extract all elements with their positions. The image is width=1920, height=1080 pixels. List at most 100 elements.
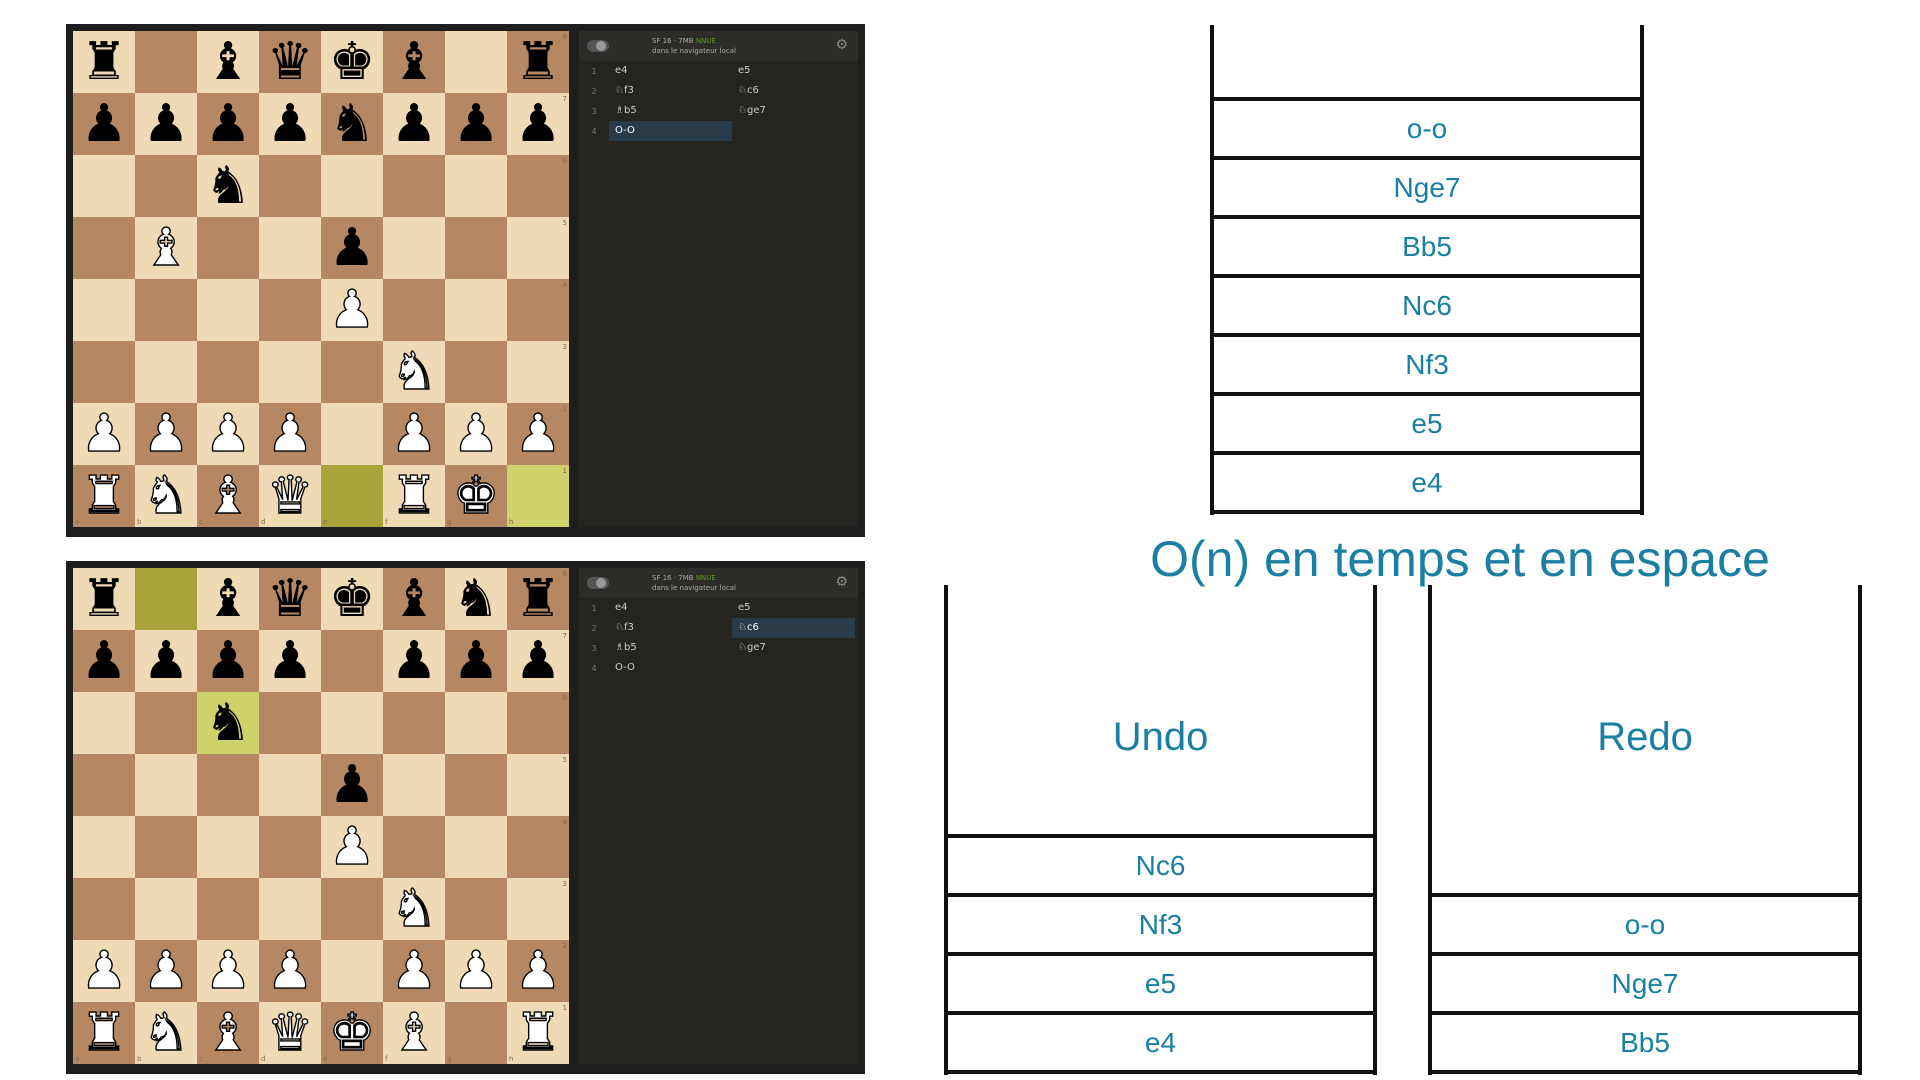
black-king-icon[interactable]: ♚ [328,569,376,629]
black-pawn-icon[interactable]: ♟ [204,631,252,691]
square-b4[interactable] [135,279,197,341]
square-f8[interactable]: ♝ [383,31,445,93]
square-c1[interactable]: ♝c [197,1002,259,1064]
square-d6[interactable] [259,155,321,217]
square-f1[interactable]: ♜f [383,465,445,527]
black-move[interactable] [732,121,855,141]
black-rook-icon[interactable]: ♜ [514,32,562,92]
white-pawn-icon[interactable]: ♟ [142,941,190,1001]
square-b5[interactable] [135,754,197,816]
white-move[interactable]: ♗b5 [615,105,637,116]
square-h8[interactable]: ♜8 [507,31,569,93]
black-pawn-icon[interactable]: ♟ [452,94,500,154]
square-e8[interactable]: ♚ [321,31,383,93]
black-pawn-icon[interactable]: ♟ [204,94,252,154]
square-a5[interactable] [73,217,135,279]
square-e5[interactable]: ♟ [321,217,383,279]
engine-toggle[interactable] [587,577,609,589]
square-a2[interactable]: ♟ [73,403,135,465]
square-c3[interactable] [197,341,259,403]
square-f6[interactable] [383,155,445,217]
square-d6[interactable] [259,692,321,754]
square-f4[interactable] [383,816,445,878]
square-g6[interactable] [445,155,507,217]
square-a1[interactable]: ♜a [73,1002,135,1064]
black-move[interactable]: ♘c6 [732,618,855,638]
square-d2[interactable]: ♟ [259,940,321,1002]
white-pawn-icon[interactable]: ♟ [390,941,438,1001]
black-move[interactable] [732,658,855,678]
black-move[interactable]: ♘ge7 [738,642,766,653]
square-a6[interactable] [73,155,135,217]
square-h2[interactable]: ♟2 [507,940,569,1002]
white-queen-icon[interactable]: ♛ [266,466,314,526]
white-rook-icon[interactable]: ♜ [390,466,438,526]
square-f7[interactable]: ♟ [383,93,445,155]
square-b6[interactable] [135,155,197,217]
square-d3[interactable] [259,878,321,940]
black-king-icon[interactable]: ♚ [328,32,376,92]
white-pawn-icon[interactable]: ♟ [204,941,252,1001]
square-h7[interactable]: ♟7 [507,93,569,155]
square-g8[interactable] [445,31,507,93]
square-g7[interactable]: ♟ [445,93,507,155]
white-pawn-icon[interactable]: ♟ [514,404,562,464]
square-b4[interactable] [135,816,197,878]
white-pawn-icon[interactable]: ♟ [80,941,128,1001]
square-c3[interactable] [197,878,259,940]
square-h6[interactable]: 6 [507,155,569,217]
black-pawn-icon[interactable]: ♟ [80,631,128,691]
square-a4[interactable] [73,816,135,878]
black-pawn-icon[interactable]: ♟ [142,631,190,691]
square-d7[interactable]: ♟ [259,630,321,692]
black-pawn-icon[interactable]: ♟ [328,755,376,815]
square-c8[interactable]: ♝ [197,31,259,93]
black-knight-icon[interactable]: ♞ [204,693,252,753]
square-e7[interactable] [321,630,383,692]
white-pawn-icon[interactable]: ♟ [142,404,190,464]
white-pawn-icon[interactable]: ♟ [328,817,376,877]
square-e7[interactable]: ♞ [321,93,383,155]
square-b5[interactable]: ♝ [135,217,197,279]
square-e3[interactable] [321,341,383,403]
white-bishop-icon[interactable]: ♝ [204,1003,252,1063]
square-f3[interactable]: ♞ [383,878,445,940]
square-a3[interactable] [73,341,135,403]
black-bishop-icon[interactable]: ♝ [390,32,438,92]
square-a2[interactable]: ♟ [73,940,135,1002]
square-c6[interactable]: ♞ [197,155,259,217]
square-f7[interactable]: ♟ [383,630,445,692]
black-move[interactable]: ♘c6 [738,85,759,96]
square-g7[interactable]: ♟ [445,630,507,692]
square-h5[interactable]: 5 [507,754,569,816]
black-rook-icon[interactable]: ♜ [514,569,562,629]
black-pawn-icon[interactable]: ♟ [328,218,376,278]
square-g8[interactable]: ♞ [445,568,507,630]
gear-icon[interactable]: ⚙ [835,574,848,590]
black-rook-icon[interactable]: ♜ [80,32,128,92]
black-knight-icon[interactable]: ♞ [328,94,376,154]
square-a4[interactable] [73,279,135,341]
square-e1[interactable]: ♚e [321,1002,383,1064]
white-pawn-icon[interactable]: ♟ [452,941,500,1001]
white-rook-icon[interactable]: ♜ [80,1003,128,1063]
square-b8[interactable] [135,31,197,93]
square-a7[interactable]: ♟ [73,93,135,155]
square-e8[interactable]: ♚ [321,568,383,630]
square-c4[interactable] [197,279,259,341]
black-pawn-icon[interactable]: ♟ [80,94,128,154]
square-g4[interactable] [445,816,507,878]
square-b1[interactable]: ♞b [135,465,197,527]
square-a1[interactable]: ♜a [73,465,135,527]
white-pawn-icon[interactable]: ♟ [452,404,500,464]
square-e6[interactable] [321,692,383,754]
white-move[interactable]: ♗b5 [615,642,637,653]
square-a7[interactable]: ♟ [73,630,135,692]
square-a8[interactable]: ♜ [73,568,135,630]
black-pawn-icon[interactable]: ♟ [390,94,438,154]
square-b3[interactable] [135,878,197,940]
square-g1[interactable]: ♚g [445,465,507,527]
square-e4[interactable]: ♟ [321,279,383,341]
